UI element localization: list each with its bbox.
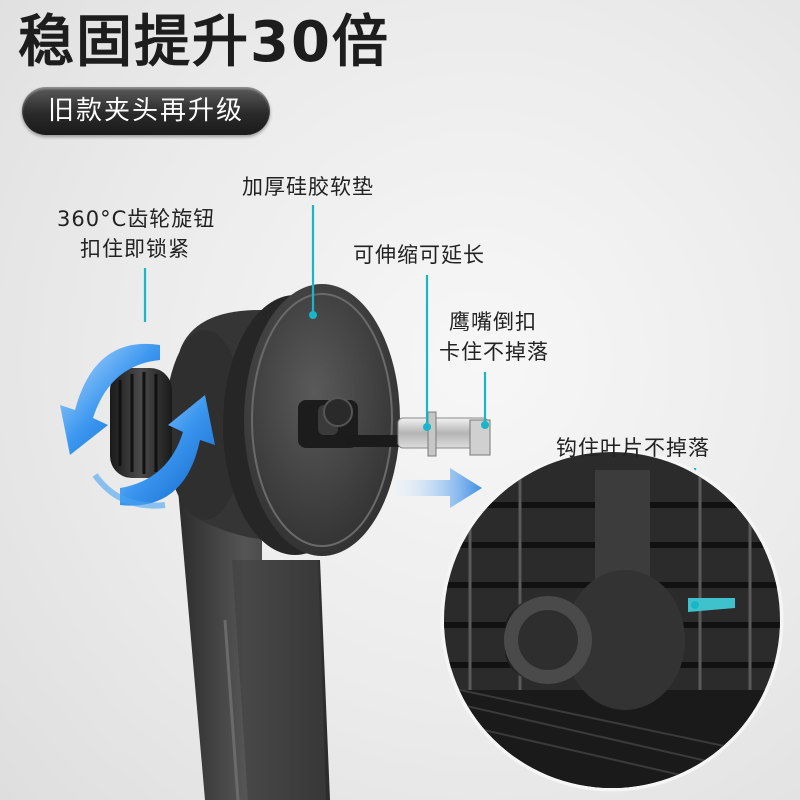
center-clip	[298, 397, 400, 448]
gear-knob	[110, 368, 172, 478]
pad-callout: 加厚硅胶软垫	[242, 175, 374, 199]
push-arrow-icon	[395, 468, 482, 508]
extend-callout: 可伸缩可延长	[353, 243, 485, 267]
upgrade-badge: 旧款夹头再升级	[22, 87, 270, 135]
rotation-arrows-icon	[60, 343, 215, 509]
vent-callout: 钩住叶片不掉落	[556, 436, 710, 460]
knob-callout-line1: 360°C齿轮旋钮	[57, 207, 216, 231]
headline: 稳固提升30倍	[18, 10, 390, 75]
knob-callout-line2: 扣住即锁紧	[80, 237, 190, 261]
hook-callout-line2: 卡住不掉落	[439, 340, 549, 364]
extension-hook	[397, 411, 491, 457]
vent-inset	[440, 448, 784, 792]
hook-callout-line1: 鹰嘴倒扣	[449, 310, 537, 334]
